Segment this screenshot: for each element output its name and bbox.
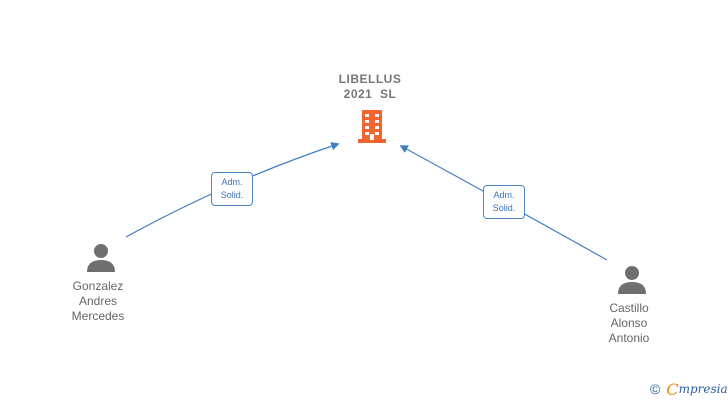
relation-label-gonzalez[interactable]: Adm. Solid.: [211, 172, 253, 206]
company-name-line2: 2021 SL: [343, 87, 397, 101]
person-name-line: Antonio: [608, 331, 650, 345]
person-name-line: Castillo: [609, 301, 649, 315]
logo-text: mpresia: [678, 382, 728, 396]
relation-label-castillo[interactable]: Adm. Solid.: [483, 185, 525, 219]
person-name-line: Andres: [78, 294, 118, 308]
building-icon[interactable]: [355, 108, 389, 144]
relation-label-line1: Adm.: [221, 177, 243, 187]
person-name-line: Gonzalez: [72, 279, 124, 293]
relation-label-line2: Solid.: [492, 203, 516, 213]
person-name-gonzalez[interactable]: Gonzalez Andres Mercedes: [43, 279, 153, 324]
logo-initial: C: [666, 379, 679, 399]
person-name-line: Alonso: [610, 316, 648, 330]
copyright-symbol: ©: [650, 381, 661, 397]
person-icon[interactable]: [615, 264, 649, 298]
person-icon[interactable]: [84, 242, 118, 276]
relation-label-line2: Solid.: [220, 190, 244, 200]
person-name-line: Mercedes: [71, 309, 125, 323]
company-name[interactable]: LIBELLUS 2021 SL: [320, 72, 420, 102]
relation-label-line1: Adm.: [493, 190, 515, 200]
empresia-logo: © C mpresia: [650, 379, 728, 399]
person-name-castillo[interactable]: Castillo Alonso Antonio: [574, 301, 684, 346]
company-name-line1: LIBELLUS: [338, 72, 402, 86]
